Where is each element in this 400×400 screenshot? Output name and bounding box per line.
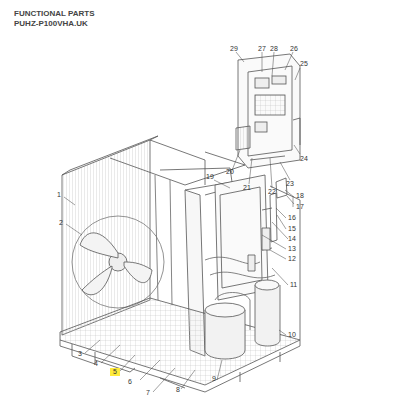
callout-number: 26 (290, 45, 298, 53)
callout-number: 14 (288, 235, 296, 243)
callout-number: 2 (59, 219, 63, 227)
callout-number: 22 (268, 188, 276, 196)
callout-number: 23 (286, 180, 294, 188)
callout-number: 8 (176, 386, 180, 394)
callout-number: 7 (146, 389, 150, 397)
callout-number: 18 (296, 192, 304, 200)
callout-number: 17 (296, 203, 304, 211)
callout-number: 10 (288, 331, 296, 339)
callout-number: 1 (57, 191, 61, 199)
callout-number: 29 (230, 45, 238, 53)
callout-number: 9 (212, 375, 216, 383)
diagram-title: FUNCTIONAL PARTS (14, 9, 95, 18)
callout-number: 12 (288, 255, 296, 263)
callout-number: 6 (128, 378, 132, 386)
callout-number: 13 (288, 245, 296, 253)
callout-number: 15 (288, 225, 296, 233)
callout-number: 27 (258, 45, 266, 53)
callout-number: 21 (243, 184, 251, 192)
callout-number: 4 (94, 360, 98, 368)
callout-number: 24 (300, 155, 308, 163)
callout-number: 20 (226, 168, 234, 176)
callout-number: 25 (300, 60, 308, 68)
callout-number: 16 (288, 214, 296, 222)
callout-number: 11 (290, 281, 297, 289)
callout-number: 28 (270, 45, 278, 53)
callout-number: 3 (78, 350, 82, 358)
model-name: PUHZ-P100VHA.UK (14, 19, 88, 28)
callout-number: 5 (110, 368, 120, 376)
callout-number: 19 (206, 173, 214, 181)
